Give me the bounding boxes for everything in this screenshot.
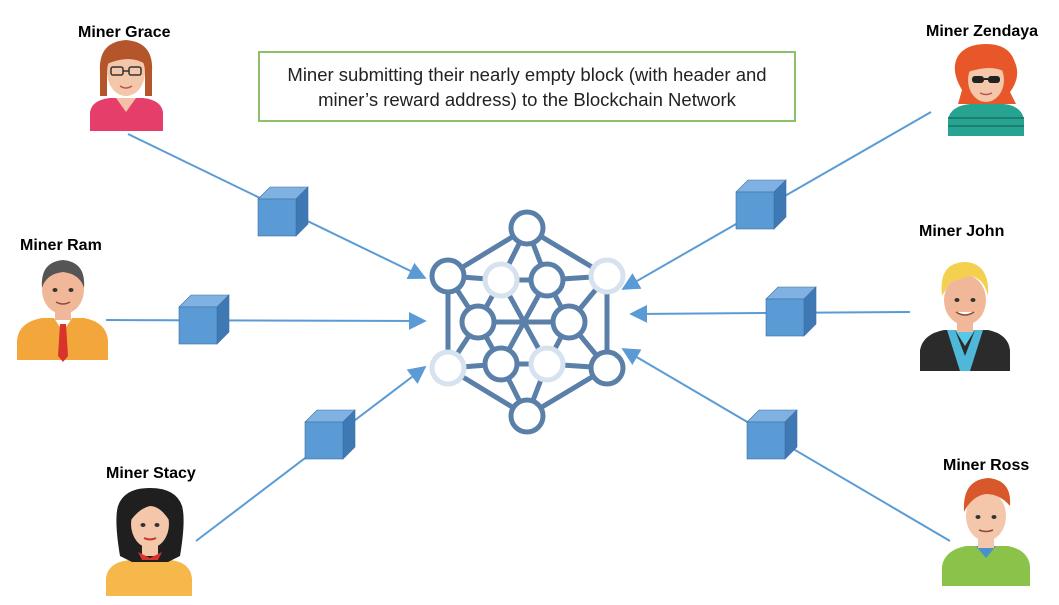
avatar-ross — [942, 478, 1030, 586]
miner-label-john: Miner John — [919, 223, 1005, 240]
miner-label-zendaya: Miner Zendaya — [926, 23, 1039, 40]
block-cube-zendaya — [735, 179, 787, 230]
avatar-john — [920, 262, 1010, 371]
miner-label-ram: Miner Ram — [20, 237, 102, 254]
miner-label-grace: Miner Grace — [78, 24, 171, 41]
blockchain-network-icon — [429, 209, 626, 435]
caption-text: Miner submitting their nearly empty bloc… — [287, 63, 767, 110]
avatar-stacy — [106, 488, 192, 596]
avatar-zendaya — [948, 44, 1024, 136]
block-cube-grace — [257, 186, 309, 237]
avatar-grace — [90, 40, 163, 131]
blocks-group — [178, 179, 817, 460]
miner-label-ross: Miner Ross — [943, 457, 1030, 474]
block-cube-ram — [178, 294, 230, 345]
arrow-ram — [105, 311, 427, 330]
block-cube-ross — [746, 409, 798, 460]
block-cube-john — [765, 286, 817, 337]
caption-box: Miner submitting their nearly empty bloc… — [258, 51, 796, 122]
miner-label-stacy: Miner Stacy — [106, 465, 196, 482]
block-cube-stacy — [304, 409, 356, 460]
avatar-ram — [17, 260, 108, 362]
